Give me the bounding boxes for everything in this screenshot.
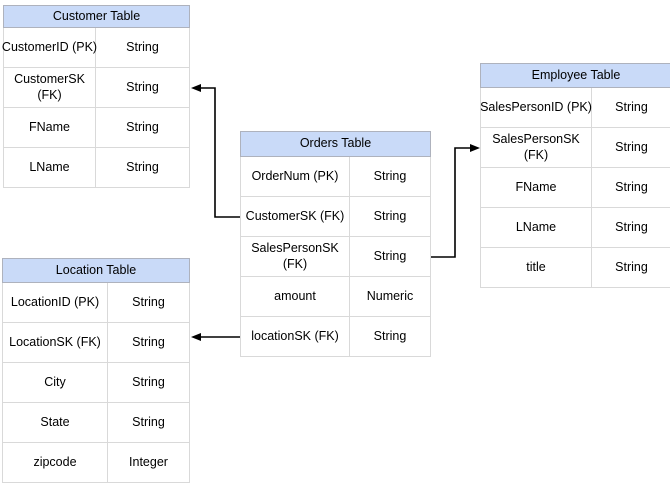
table-row: CustomerID (PK) String	[2, 28, 190, 68]
table-row: FName String	[480, 168, 670, 208]
type-cell: String	[592, 248, 670, 288]
type-cell: String	[108, 363, 190, 403]
table-row: CustomerSK (FK) String	[3, 68, 190, 108]
connector-orders-to-customer	[191, 84, 240, 218]
type-cell: String	[108, 403, 190, 443]
type-cell: String	[350, 197, 431, 237]
field-cell: SalesPersonID (PK)	[480, 88, 592, 128]
arrow-head-icon	[191, 333, 201, 341]
type-cell: String	[350, 157, 431, 197]
field-cell: FName	[3, 108, 96, 148]
field-cell: SalesPersonSK (FK)	[480, 128, 592, 168]
table-row: LName String	[3, 148, 190, 188]
field-cell: zipcode	[2, 443, 108, 483]
field-cell: City	[2, 363, 108, 403]
table-row: CustomerSK (FK) String	[240, 197, 431, 237]
connector-line	[431, 147, 470, 258]
table-title: Customer Table	[3, 5, 190, 28]
field-cell: amount	[240, 277, 350, 317]
type-cell: String	[592, 88, 670, 128]
arrow-head-icon	[470, 144, 480, 152]
table-title: Location Table	[2, 258, 190, 283]
table-title: Employee Table	[480, 63, 670, 88]
arrow-head-icon	[191, 84, 201, 92]
table-row: zipcode Integer	[2, 443, 190, 483]
customer-table: Customer Table CustomerID (PK) String Cu…	[2, 5, 190, 188]
field-cell: LocationSK (FK)	[2, 323, 108, 363]
type-cell: String	[96, 68, 190, 108]
connector-orders-to-employee	[431, 144, 480, 258]
table-row: LocationID (PK) String	[2, 283, 190, 323]
table-row: LocationSK (FK) String	[2, 323, 190, 363]
type-cell: Integer	[108, 443, 190, 483]
table-row: OrderNum (PK) String	[240, 157, 431, 197]
table-row: amount Numeric	[240, 277, 431, 317]
field-cell: LName	[480, 208, 592, 248]
table-row: title String	[480, 248, 670, 288]
table-row: locationSK (FK) String	[240, 317, 431, 357]
type-cell: String	[350, 317, 431, 357]
orders-table: Orders Table OrderNum (PK) String Custom…	[240, 131, 431, 357]
type-cell: String	[108, 323, 190, 363]
table-title: Orders Table	[240, 131, 431, 157]
connector-orders-to-location	[191, 333, 240, 341]
field-cell: SalesPersonSK (FK)	[240, 237, 350, 277]
type-cell: String	[592, 168, 670, 208]
field-cell: CustomerSK (FK)	[3, 68, 96, 108]
table-row: LName String	[480, 208, 670, 248]
field-cell: title	[480, 248, 592, 288]
table-row: SalesPersonSK (FK) String	[240, 237, 431, 277]
field-cell: LocationID (PK)	[2, 283, 108, 323]
type-cell: String	[96, 108, 190, 148]
field-cell: CustomerID (PK)	[2, 28, 97, 68]
type-cell: String	[350, 237, 431, 277]
employee-table: Employee Table SalesPersonID (PK) String…	[480, 63, 670, 288]
field-cell: FName	[480, 168, 592, 208]
field-cell: State	[2, 403, 108, 443]
type-cell: String	[96, 28, 190, 68]
field-cell: CustomerSK (FK)	[240, 197, 350, 237]
table-row: SalesPersonSK (FK) String	[480, 128, 670, 168]
type-cell: String	[592, 128, 670, 168]
field-cell: locationSK (FK)	[240, 317, 350, 357]
field-cell: LName	[3, 148, 96, 188]
type-cell: String	[96, 148, 190, 188]
table-row: City String	[2, 363, 190, 403]
type-cell: String	[592, 208, 670, 248]
type-cell: String	[108, 283, 190, 323]
type-cell: Numeric	[350, 277, 431, 317]
location-table: Location Table LocationID (PK) String Lo…	[2, 258, 190, 483]
field-cell: OrderNum (PK)	[240, 157, 350, 197]
connector-line	[201, 87, 240, 218]
table-row: SalesPersonID (PK) String	[480, 88, 670, 128]
table-row: State String	[2, 403, 190, 443]
table-row: FName String	[3, 108, 190, 148]
